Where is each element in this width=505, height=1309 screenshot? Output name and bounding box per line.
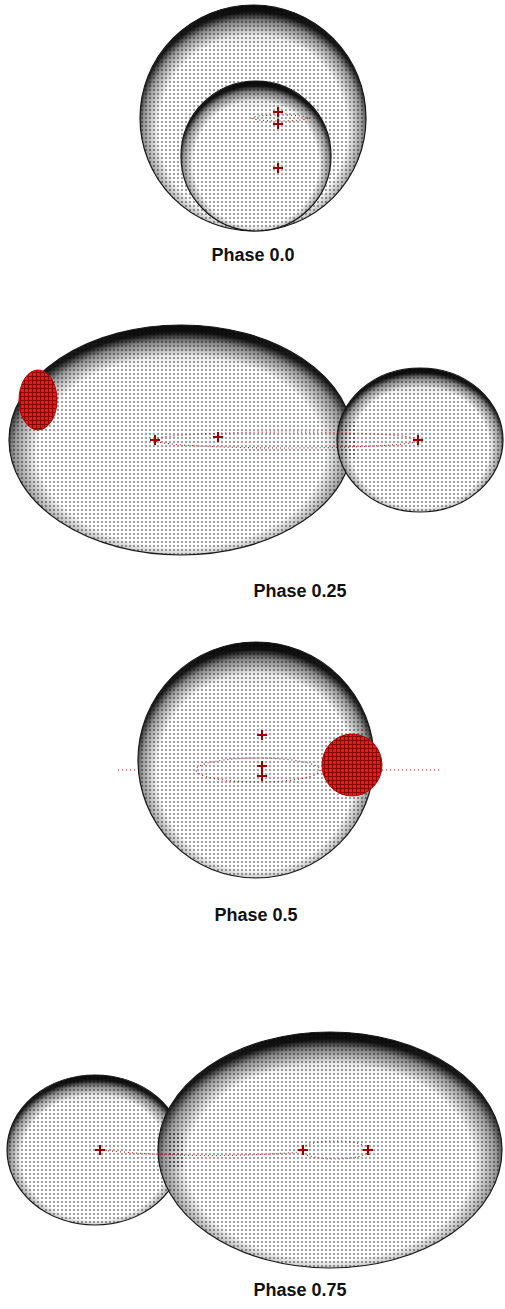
centre-cross [273, 163, 283, 173]
lobe-outline [158, 1032, 502, 1268]
star-neck [168, 1132, 184, 1168]
lobe-surface [181, 81, 331, 231]
lobe-surface [140, 5, 366, 231]
lobe-outline [337, 368, 503, 512]
star-neck [340, 422, 356, 458]
lobe-surface [7, 1075, 183, 1225]
phase-label: Phase 0.75 [253, 1279, 346, 1301]
centre-cross [413, 435, 423, 445]
lobe-surface [337, 368, 503, 512]
centre-cross [257, 771, 267, 781]
lobe-surface [158, 1032, 502, 1268]
lobe-surface [181, 81, 331, 231]
orbit-path [252, 115, 308, 121]
orbit-path [154, 432, 420, 448]
star-lobe [7, 1075, 183, 1225]
centre-marks [95, 107, 423, 1155]
lobe-surface [337, 368, 503, 512]
lobe-surface [9, 325, 353, 555]
lobe-surface [158, 1032, 502, 1268]
centre-cross [363, 1145, 373, 1155]
star-lobe [9, 325, 353, 555]
orbit-path [196, 758, 320, 782]
orbit-ellipses [154, 115, 420, 1159]
star-lobe [337, 368, 503, 512]
star-lobe [158, 1032, 502, 1268]
centre-cross [257, 730, 267, 740]
orbit-path [100, 1150, 300, 1156]
lobe-surface [140, 5, 366, 231]
lobe-surface [337, 368, 503, 512]
lobe-surface [140, 5, 366, 231]
star-lobes [7, 5, 503, 1268]
lobe-surface [181, 81, 331, 231]
orbit-path [301, 1141, 369, 1159]
centre-cross [257, 761, 267, 771]
centre-cross [273, 107, 283, 117]
lobe-surface [9, 325, 353, 555]
star-spot [322, 734, 382, 796]
lobe-outline [181, 81, 331, 231]
star-spot [19, 370, 57, 430]
lobe-surface [7, 1075, 183, 1225]
centre-cross [95, 1145, 105, 1155]
phase-label: Phase 0.0 [211, 244, 294, 266]
lobe-surface [181, 81, 331, 231]
phase-label: Phase 0.25 [253, 580, 346, 602]
lobe-outline [140, 5, 366, 231]
lobe-surface [140, 5, 366, 231]
lobe-surface [9, 325, 353, 555]
orbit-lines-back [8, 124, 440, 1152]
star-spots [19, 370, 382, 796]
centre-cross [298, 1145, 308, 1155]
lobe-surface [337, 368, 503, 512]
star-lobe [181, 81, 331, 231]
centre-cross [213, 432, 223, 442]
lobe-surface [9, 325, 353, 555]
lobe-outline [7, 1075, 183, 1225]
lobe-surface [158, 1032, 502, 1268]
centre-cross [150, 435, 160, 445]
lobe-outline [9, 325, 353, 555]
centre-cross [273, 119, 283, 129]
phase-label: Phase 0.5 [214, 904, 297, 926]
star-lobe [140, 5, 366, 231]
lobe-surface [158, 1032, 502, 1268]
lobe-surface [7, 1075, 183, 1225]
lobe-surface [7, 1075, 183, 1225]
